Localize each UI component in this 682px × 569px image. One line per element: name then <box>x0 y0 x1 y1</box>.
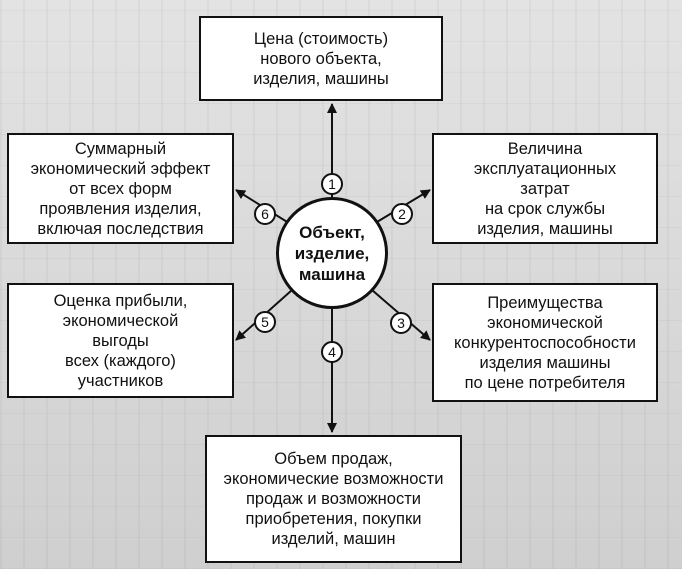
box-sales-volume: Объем продаж, экономические возможности … <box>205 435 462 563</box>
number-badge-5: 5 <box>254 311 276 333</box>
number-badge-4: 4 <box>321 341 343 363</box>
box-price-of-new-object-text: Цена (стоимость) нового объекта, изделия… <box>253 29 389 88</box>
box-operating-costs: Величина эксплуатационных затрат на срок… <box>432 133 658 244</box>
number-badge-5-label: 5 <box>261 314 269 330</box>
number-badge-3-label: 3 <box>397 315 405 331</box>
number-badge-1: 1 <box>321 173 343 195</box>
center-circle-text: Объект, изделие, машина <box>294 222 370 284</box>
box-competitiveness-advantages: Преимущества экономической конкурентоспо… <box>432 283 658 402</box>
number-badge-6-label: 6 <box>261 206 269 222</box>
number-badge-4-label: 4 <box>328 344 336 360</box>
box-sales-volume-text: Объем продаж, экономические возможности … <box>223 450 444 548</box>
center-circle-object: Объект, изделие, машина <box>276 197 388 309</box>
number-badge-6: 6 <box>254 203 276 225</box>
box-profit-assessment-text: Оценка прибыли, экономической выгоды все… <box>53 291 188 390</box>
box-operating-costs-text: Величина эксплуатационных затрат на срок… <box>473 139 617 238</box>
box-profit-assessment: Оценка прибыли, экономической выгоды все… <box>7 283 234 398</box>
box-total-economic-effect: Суммарный экономический эффект от всех ф… <box>7 133 234 244</box>
box-price-of-new-object: Цена (стоимость) нового объекта, изделия… <box>199 16 443 101</box>
number-badge-2: 2 <box>391 203 413 225</box>
box-competitiveness-advantages-text: Преимущества экономической конкурентоспо… <box>454 293 636 392</box>
box-total-economic-effect-text: Суммарный экономический эффект от всех ф… <box>30 139 211 238</box>
number-badge-2-label: 2 <box>398 206 406 222</box>
number-badge-3: 3 <box>390 312 412 334</box>
number-badge-1-label: 1 <box>328 176 336 192</box>
